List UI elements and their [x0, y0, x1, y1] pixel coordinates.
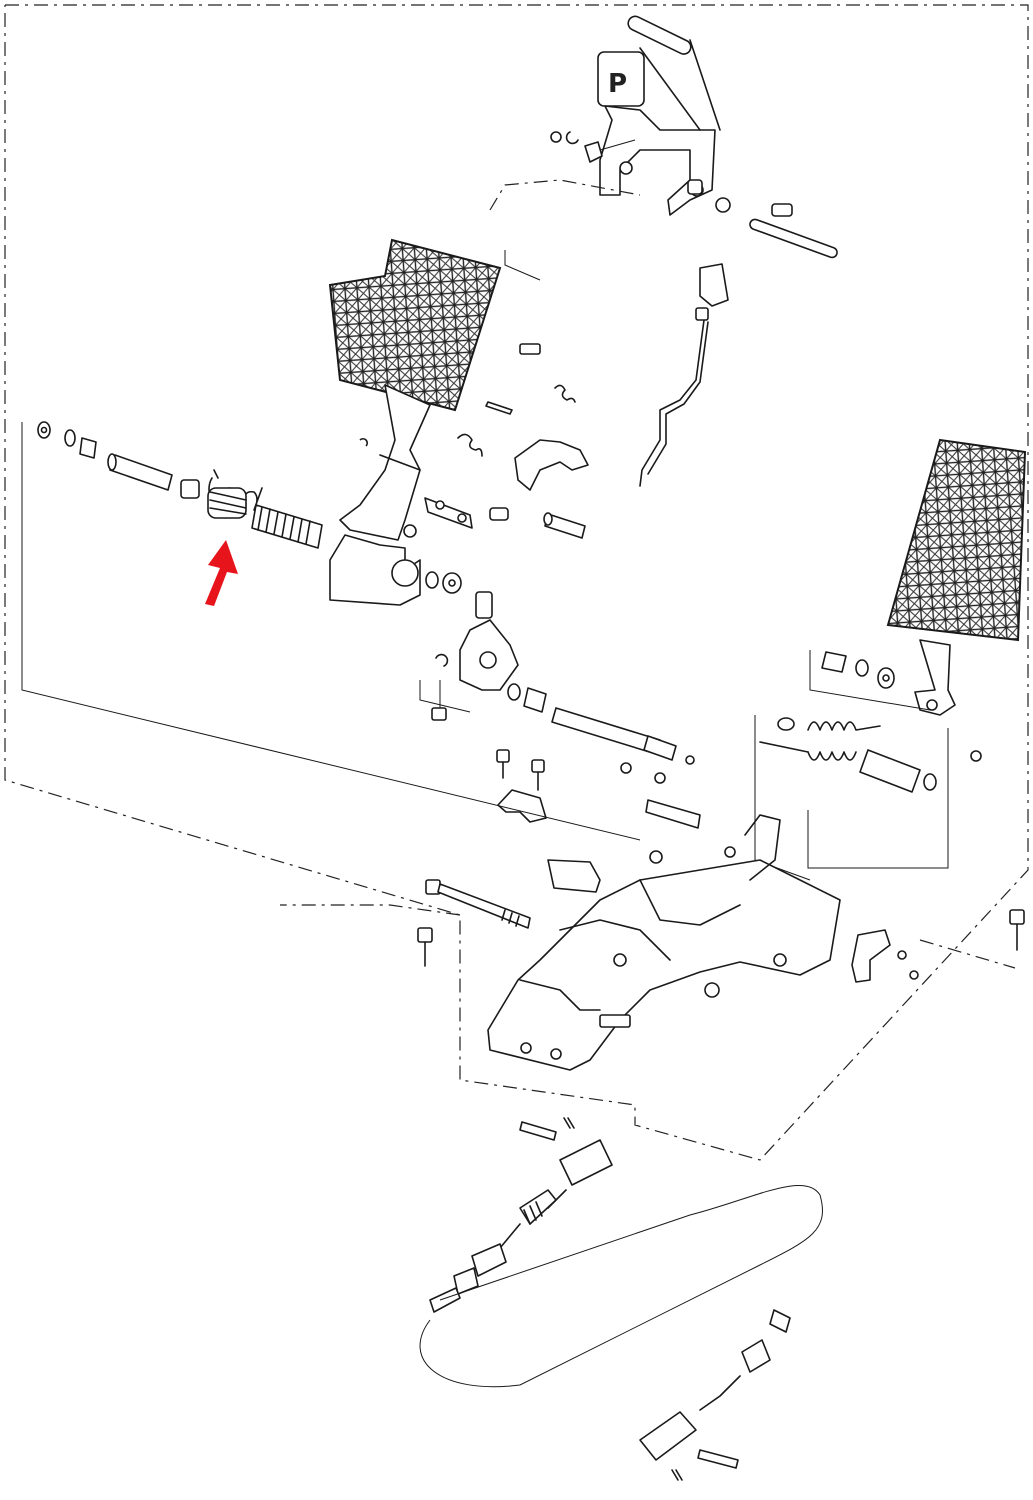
brake-pedal-arm — [329, 384, 431, 606]
brake-pedal-pad — [328, 238, 502, 412]
cable-clamp — [851, 929, 919, 983]
spring-collar — [251, 504, 323, 549]
accelerator-bracket-line — [754, 715, 811, 881]
mid-brackets — [496, 749, 701, 829]
assembly-leader-lines — [21, 179, 641, 841]
accelerator-pedal-pad — [886, 438, 1027, 642]
accelerator-pedal-arm — [809, 639, 956, 716]
ratchet-plate — [431, 591, 519, 721]
pivot-bolt — [687, 179, 838, 259]
return-spring — [207, 469, 263, 519]
assembly-boundary — [4, 4, 1029, 1161]
brake-rod — [639, 263, 729, 487]
pivot-washers — [425, 571, 462, 594]
long-bolt — [425, 879, 531, 929]
cable-loop — [419, 1185, 823, 1388]
bolt-guide-line — [919, 939, 1016, 969]
parking-pedal-assembly: P — [550, 15, 721, 216]
parking-pedal-letter: P — [608, 69, 627, 99]
left-pivot-stack — [37, 421, 200, 499]
accelerator-return-spring — [759, 717, 982, 793]
main-shaft — [507, 683, 695, 765]
release-cable-upper — [429, 1117, 613, 1313]
highlight-arrow-icon — [205, 540, 238, 606]
pedal-base-frame — [487, 814, 841, 1071]
mount-bolts — [417, 846, 1025, 967]
accelerator-bracket-line-2 — [807, 728, 949, 869]
release-cable-lower — [639, 1309, 791, 1481]
linkage-brackets — [359, 343, 589, 539]
